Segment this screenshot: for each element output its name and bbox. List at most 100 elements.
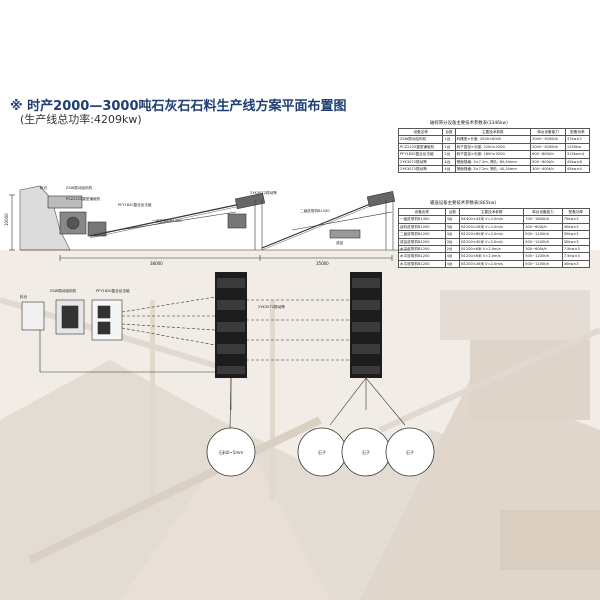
impact-crusher-1 <box>87 221 107 237</box>
feeder-machine <box>47 195 83 209</box>
page-title: ※ 时产2000—3000吨石灰石石料生产线方案平面布置图 <box>10 99 347 114</box>
impact-crusher-2 <box>227 213 247 229</box>
table-cell: 30kw×3 <box>561 259 591 269</box>
conveyor-2 <box>261 199 381 249</box>
table-cell: 成品皮带机B1200 <box>398 237 446 247</box>
column-header: 设备名称 <box>398 207 446 217</box>
table-cell: 45kw×8 <box>564 157 591 167</box>
elevation-labels: 料仓 ZSW振动给料机 PCZ2225重型锤破机 PFY1820复合反击破 一级… <box>40 185 344 245</box>
table-cell: 1台 <box>442 142 456 152</box>
column-header: 配备功率 <box>561 207 591 217</box>
label-conv1: 一级皮带机B1400 <box>152 218 182 223</box>
plan-impact-1 <box>97 305 111 319</box>
elevation-dimensions: 10000 38000 35000 <box>4 213 329 266</box>
table-cell: B1200×60米 V=2.0m/s <box>459 230 525 239</box>
table-cell: 水平皮带机B1200 <box>398 259 446 269</box>
label-impact: PFY1820复合反击破 <box>118 202 152 207</box>
plan-hopper <box>21 301 45 331</box>
table-cell: B1200×26米 V=2.0m/s <box>459 259 525 269</box>
column-header: 配备功率 <box>564 127 591 137</box>
stockpiles <box>206 427 435 477</box>
table-cell: 7.5kw×3 <box>561 252 591 261</box>
stockpile-label: 石子 <box>406 449 414 455</box>
output-pile <box>329 229 361 239</box>
table-cell: 1250kw <box>564 142 591 152</box>
stockpile-label: 石子 <box>362 449 370 455</box>
table-cell: 二级皮带机B1200 <box>398 230 446 239</box>
screen-1 <box>234 192 266 210</box>
plan-label-feeder: ZSW振动给料机 <box>50 288 77 293</box>
conveyor-table-header: 设备名称 台数 主要技术参数 单台设备能力 配备功率 <box>398 207 591 217</box>
screen-stack-1 <box>215 272 247 378</box>
stockpile-label: 石子 <box>318 449 326 455</box>
table-cell: 4台 <box>442 165 456 174</box>
table-cell: 2台 <box>442 150 456 159</box>
screen-2 <box>366 191 396 207</box>
label-hammer: PCZ2225重型锤破机 <box>66 196 101 201</box>
plan-impact-2 <box>97 321 111 335</box>
stockpile-1 <box>206 427 256 477</box>
table-cell: B1400×43米 V=2.0m/s <box>459 215 525 224</box>
table-cell: 30kw×3 <box>561 222 591 232</box>
column-header: 主要技术参数 <box>459 207 525 217</box>
table-cell: B1200×6米 V=2.0m/s <box>459 252 525 261</box>
elevation-view <box>9 185 410 261</box>
label-hopper: 料仓 <box>40 185 48 190</box>
label-conv2: 二级皮带机B1200 <box>300 208 330 213</box>
table-cell: 55kw×3 <box>561 230 591 239</box>
conveyor-table-caption: 输送设备主要技术参数表(865kw) <box>430 201 497 206</box>
table-cell: B1200×6米 V=2.0m/s <box>459 245 525 254</box>
table-cell: 4台 <box>442 157 456 167</box>
crushing-table-caption: 破碎筛分设备主要技术参数表(3346kw) <box>430 121 508 126</box>
screen-stack-2 <box>350 272 382 378</box>
plan-view <box>21 296 406 429</box>
label-output: 成品 <box>336 240 344 245</box>
plan-label-impact: PFY1820复合反击破 <box>96 288 130 293</box>
table-cell: 7.5kw×3 <box>561 245 591 254</box>
height-dim-text: 10000 <box>4 213 9 226</box>
table-cell: 返料皮带机B1200 <box>398 222 446 232</box>
table-cell: B1200×40米 V=2.0m/s <box>459 237 525 247</box>
plan-label-hopper: 料仓 <box>20 294 28 299</box>
plan-label-screen: 2YK3072振动筛 <box>258 304 285 309</box>
product-conveyor <box>291 211 393 231</box>
stockpile-4 <box>385 427 435 477</box>
return-conveyor <box>105 211 237 233</box>
crushing-table-header: 设备名称 台数 主要技术参数 单台设备能力 配备功率 <box>397 127 591 137</box>
table-cell: 37kw×2 <box>564 135 591 144</box>
table-cell: 1台 <box>442 135 456 144</box>
table-cell: 75kw×3 <box>561 215 591 224</box>
stockpile-label: 石料0~5mm <box>219 449 243 455</box>
page-subtitle: (生产线总功率:4209kw) <box>20 113 142 126</box>
table-cell: 一级皮带机B1400 <box>398 215 446 224</box>
dim-text-1: 38000 <box>150 261 163 266</box>
label-feeder: ZSW振动给料机 <box>66 185 93 190</box>
table-cell: 水平皮带机B1200 <box>398 252 446 261</box>
dim-text-2: 35000 <box>316 261 329 266</box>
table-cell: B1200×26米 V=2.0m/s <box>459 222 525 232</box>
table-cell: 315kw×4 <box>564 150 591 159</box>
table-cell: 30kw×3 <box>561 237 591 247</box>
plan-labels: 料仓 ZSW振动给料机 PFY1820复合反击破 2YK3072振动筛 <box>20 288 285 309</box>
column-header: 台数 <box>442 127 456 137</box>
label-screen: 2YK3072振动筛 <box>250 190 277 195</box>
table-cell: 45kw×4 <box>564 165 591 174</box>
plan-hammer-crusher <box>61 305 79 329</box>
